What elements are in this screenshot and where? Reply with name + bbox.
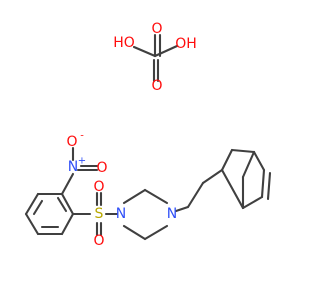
oxalic-hydroxyl-label-left: HO [113, 35, 135, 51]
bond [60, 172, 75, 196]
bond-layer [24, 33, 272, 241]
nitro-nitrogen-charge-label: + [78, 156, 86, 167]
bond [220, 148, 234, 172]
bond [266, 171, 272, 201]
atom-labels: HO O OH O O - N + O O S O N N [66, 21, 196, 249]
bond [186, 181, 205, 209]
bond [174, 205, 190, 213]
bond [24, 192, 40, 216]
bond [60, 192, 75, 216]
nitro-oxygen-charge-label: - [80, 131, 84, 142]
bond [32, 199, 44, 216]
piperazine-nitrogen-label-right: N [167, 206, 177, 222]
bond [260, 168, 266, 199]
bond [252, 150, 266, 172]
oxalic-carbonyl-oxygen-label-top: O [151, 21, 162, 37]
bond [56, 196, 68, 213]
nitro-double-bond-oxygen-label: O [96, 160, 107, 176]
bond [24, 212, 40, 236]
bond [220, 168, 245, 210]
sulfur-label: S [95, 206, 104, 222]
sulfonyl-oxygen-label-bottom: O [93, 233, 104, 249]
bond [143, 224, 169, 241]
sulfonyl-oxygen-label-top: O [93, 179, 104, 195]
chemical-structure: HO O OH O O - N + O O S O N N [24, 21, 272, 249]
bond [122, 224, 147, 241]
bond [60, 212, 75, 236]
oxalic-carbonyl-oxygen-label-bottom: O [151, 78, 162, 94]
bond [143, 188, 169, 205]
bond [241, 195, 264, 210]
bond [230, 148, 256, 154]
bond [132, 45, 157, 58]
bond [201, 168, 224, 185]
bond [122, 188, 147, 205]
oxalic-hydroxyl-label-right: OH [175, 36, 197, 52]
bond [153, 44, 179, 58]
nitro-oxygen-label: O [66, 134, 77, 150]
piperazine-nitrogen-label-left: N [116, 206, 126, 222]
nitro-nitrogen-label: N [68, 159, 78, 175]
bond [241, 150, 256, 179]
